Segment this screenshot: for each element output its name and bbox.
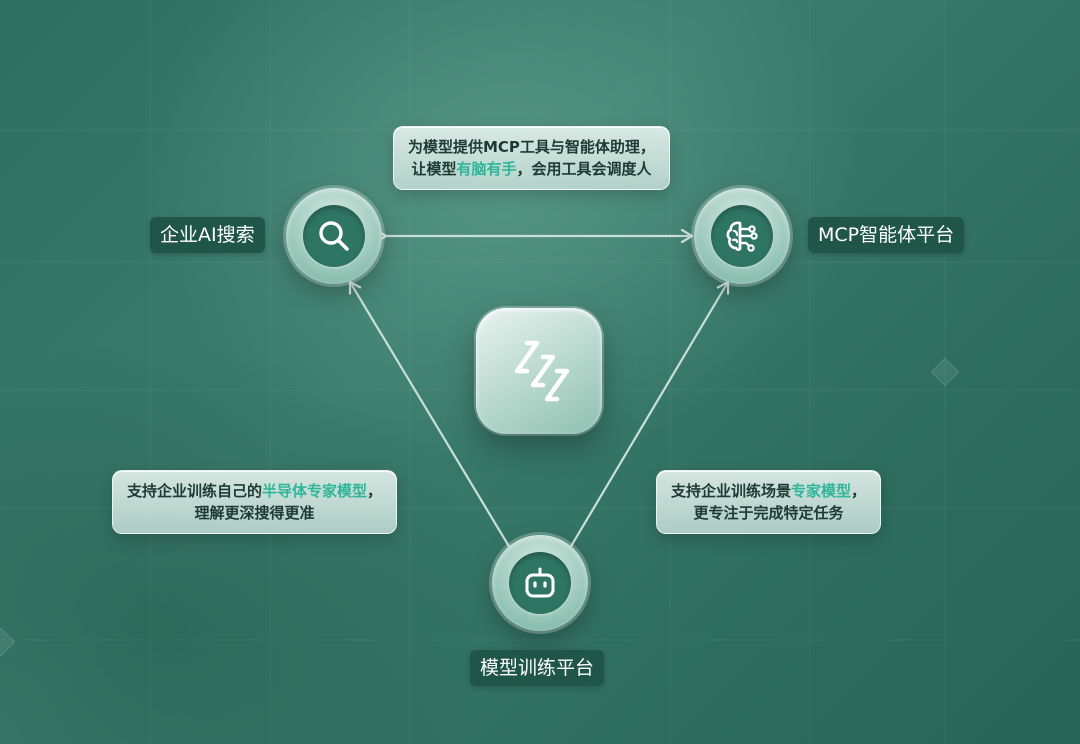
brain-icon bbox=[726, 221, 758, 252]
callout-left-line2: 理解更深搜得更准 bbox=[194, 504, 315, 522]
callout-top-line2: 让模型有脑有手，会用工具会调度人 bbox=[408, 158, 655, 180]
callout-right-text: 支持企业训练场景 bbox=[671, 482, 792, 500]
label-enterprise-ai-search: 企业AI搜索 bbox=[150, 217, 265, 253]
label-mcp-agent-platform: MCP智能体平台 bbox=[808, 217, 965, 253]
callout-left-highlight: 半导体专家模型 bbox=[262, 482, 368, 500]
node-model-training-platform[interactable] bbox=[492, 535, 588, 631]
callout-top-text: 让模型 bbox=[411, 160, 457, 178]
callout-right-line1: 支持企业训练场景专家模型， bbox=[671, 480, 866, 502]
callout-mcp-description: 为模型提供MCP工具与智能体助理， 让模型有脑有手，会用工具会调度人 bbox=[393, 126, 670, 190]
node-enterprise-ai-search[interactable] bbox=[286, 188, 382, 284]
callout-left-line1: 支持企业训练自己的半导体专家模型， bbox=[127, 480, 382, 502]
callout-top-highlight: 有脑有手 bbox=[456, 160, 517, 178]
arrow-training-mcp bbox=[568, 280, 728, 550]
callout-search-training-description: 支持企业训练自己的半导体专家模型， 理解更深搜得更准 bbox=[112, 470, 398, 534]
node-mcp-agent-platform[interactable] bbox=[694, 188, 790, 284]
callout-left-text: 支持企业训练自己的 bbox=[127, 482, 263, 500]
label-model-training-platform: 模型训练平台 bbox=[470, 650, 605, 686]
callout-right-line2: 更专注于完成特定任务 bbox=[693, 504, 844, 522]
callout-left-text-end: ， bbox=[367, 482, 383, 500]
robot-icon bbox=[525, 567, 555, 598]
callout-scene-training-description: 支持企业训练场景专家模型， 更专注于完成特定任务 bbox=[656, 470, 882, 534]
arrow-training-search bbox=[348, 280, 512, 550]
brand-logo-icon bbox=[514, 340, 570, 402]
callout-right-text-end: ， bbox=[851, 482, 867, 500]
search-icon bbox=[319, 221, 349, 251]
brand-logo bbox=[476, 308, 602, 434]
callout-right-highlight: 专家模型 bbox=[791, 482, 852, 500]
callout-top-text-end: ，会用工具会调度人 bbox=[516, 160, 652, 178]
callout-top-line1: 为模型提供MCP工具与智能体助理， bbox=[408, 138, 655, 156]
